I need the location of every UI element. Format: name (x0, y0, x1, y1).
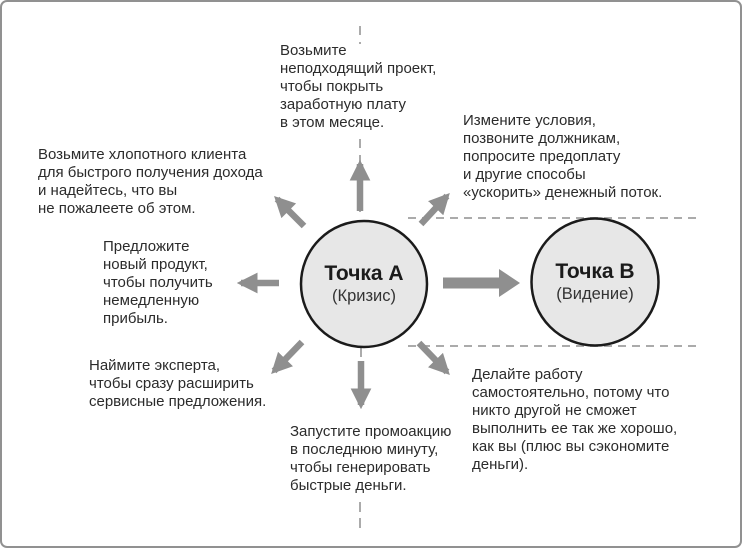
label-bottom-right: Делайте работу самостоятельно, потому чт… (472, 366, 678, 473)
point-a-circle (299, 219, 429, 349)
arrow-a-to-b-icon (443, 269, 520, 297)
arrow-up-left-icon (274, 196, 307, 229)
label-top-left: Возьмите хлопотного клиента для быстрого… (38, 146, 263, 217)
point-b-circle (530, 217, 660, 347)
point-a-title: Точка А (324, 261, 404, 285)
point-b-title: Точка В (555, 259, 635, 283)
label-top-right: Измените условия, позвоните должникам, п… (463, 112, 663, 201)
arrow-down-left-icon (271, 339, 305, 374)
label-bottom-left: Наймите эксперта, чтобы сразу расширить … (89, 357, 267, 410)
point-a-node: Точка А (Кризис) (301, 221, 427, 347)
point-b-subtitle: (Видение) (556, 284, 634, 303)
point-b-node: Точка В (Видение) (531, 219, 659, 345)
label-top-center: Возьмите неподходящий проект, чтобы покр… (280, 42, 437, 131)
radiating-arrows (236, 159, 450, 410)
arrow-up-right-icon (418, 192, 450, 227)
point-a-subtitle: (Кризис) (331, 286, 397, 305)
arrow-down-right-icon (416, 340, 450, 375)
label-left: Предложите новый продукт, чтобы получить… (103, 238, 213, 327)
label-bottom-center: Запустите промоакцию в последнюю минуту,… (290, 423, 452, 494)
